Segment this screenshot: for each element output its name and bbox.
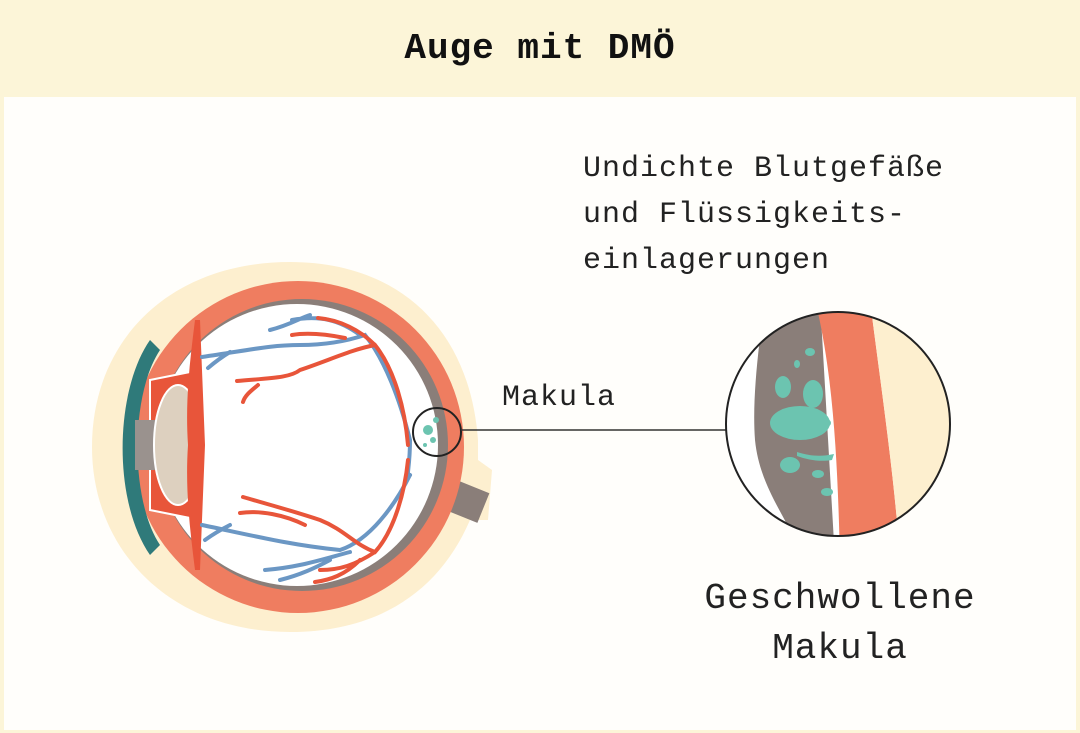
inset-sclera — [815, 312, 900, 536]
vein — [200, 473, 412, 582]
macula-magnified-inset — [725, 311, 951, 537]
leaky-vessels-label: Undichte Blutgefäße und Flüssigkeits- ei… — [583, 146, 944, 284]
leak-label-line-1: Undichte Blutgefäße — [583, 152, 945, 186]
swollen-macula-label: Geschwollene Makula — [660, 574, 1020, 674]
swollen-label-line-1: Geschwollene — [704, 578, 976, 619]
header: Auge mit DMÖ — [0, 0, 1080, 97]
fluid-pockets — [770, 348, 834, 496]
eye-cross-section — [92, 262, 492, 632]
swollen-label-line-2: Makula — [772, 628, 908, 669]
macula-fluid-spots — [423, 417, 439, 447]
artery — [235, 316, 410, 447]
leak-label-line-3: einlagerungen — [583, 244, 831, 278]
vitreous — [156, 304, 438, 586]
leak-label-line-2: und Flüssigkeits- — [583, 198, 907, 232]
blood-vessels — [200, 313, 413, 584]
ciliary-body — [187, 320, 205, 570]
cornea — [122, 340, 160, 555]
macula-highlight-circle — [412, 407, 462, 457]
artery — [238, 458, 410, 584]
macula-label: Makula — [502, 381, 617, 415]
page-title: Auge mit DMÖ — [404, 28, 676, 69]
